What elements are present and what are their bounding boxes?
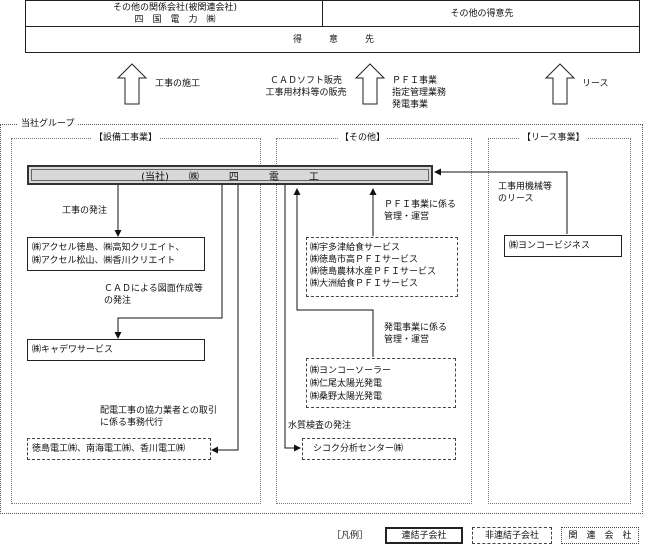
group-frame — [0, 124, 643, 514]
order-label: 工事の発注 — [62, 206, 108, 216]
pfi-label-line1: ＰＦＩ事業に係る — [384, 200, 457, 210]
agency-line1: 配電工事の協力業者との取引 — [100, 406, 217, 416]
arrow-label-pfi-1: ＰＦＩ事業 — [392, 76, 438, 86]
power-label-line1: 発電事業に係る — [384, 323, 448, 333]
arrow-label-pfi-2: 指定管理業務 — [392, 88, 447, 98]
sub1-box: ㈱アクセル徳島、㈱高知クリエイト、 ㈱アクセル松山、㈱香川クリエイト — [27, 237, 205, 271]
lease-label-line1: 工事用機械等 — [498, 182, 553, 192]
section-other-title: 【その他】 — [338, 132, 388, 144]
lease-company-label: ㈱ヨンコービジネス — [509, 241, 591, 251]
sub1-line1: ㈱アクセル徳島、㈱高知クリエイト、 — [32, 243, 185, 253]
arrow-label-cad-1: ＣＡＤソフト販売 — [269, 76, 342, 86]
analysis-label: シコク分析センター㈱ — [313, 444, 404, 454]
power-label-line2: 管理・運営 — [384, 335, 430, 345]
main-company-banner: (当社) ㈱ 四 電 工 — [27, 165, 433, 185]
line-water-analysis — [284, 185, 301, 452]
legend-non-consolidated: 非連結子会社 — [472, 527, 552, 544]
related-company-line2: 四 国 電 力 ㈱ — [134, 15, 216, 25]
sub3-box: 徳島電工㈱、南海電工㈱、香川電工㈱ — [27, 438, 211, 460]
line-power-main — [293, 188, 374, 357]
analysis-box: シコク分析センター㈱ — [302, 438, 456, 460]
group-title: 当社グループ — [18, 118, 78, 130]
lease-label-line2: のリース — [498, 194, 534, 204]
pfi-company-4: ㈱大洲給食ＰＦＩサービス — [310, 279, 419, 289]
clients-box: 得 意 先 — [25, 26, 640, 53]
pfi-company-2: ㈱徳島市高ＰＦＩサービス — [310, 255, 419, 265]
arrow-label-construction: 工事の施工 — [155, 79, 201, 89]
pfi-companies-box: ㈱宇多津給食サービス ㈱徳島市高ＰＦＩサービス ㈱徳島農林水産ＰＦＩサービス ㈱… — [306, 237, 458, 297]
sub2-label: ㈱キャデワサービス — [32, 345, 114, 355]
line-cad-sub2 — [114, 185, 223, 339]
water-label: 水質検査の発注 — [288, 421, 352, 431]
legend-consolidated-label: 連結子会社 — [401, 531, 447, 541]
arrow-label-cad-2: 工事用材料等の販売 — [265, 88, 347, 98]
up-arrow-cad — [354, 63, 386, 105]
legend-title: ［凡例］ — [332, 531, 369, 541]
related-company-line1: その他の関係会社(被関連会社) — [112, 3, 238, 13]
lease-company-box: ㈱ヨンコービジネス — [504, 235, 622, 257]
cad-order-line2: の発注 — [104, 296, 132, 306]
arrow-label-lease: リース — [582, 79, 609, 89]
arrow-label-pfi-3: 発電事業 — [392, 100, 429, 110]
legend-consolidated: 連結子会社 — [385, 527, 463, 544]
up-arrow-construction — [116, 63, 148, 105]
agency-line2: に係る事務代行 — [100, 418, 164, 428]
main-company-label: (当社) ㈱ 四 電 工 — [141, 171, 319, 183]
legend-affiliate-label: 関 連 会 社 — [568, 531, 632, 541]
line-agency-sub3 — [211, 185, 239, 454]
sub2-box: ㈱キャデワサービス — [27, 339, 205, 361]
legend-affiliate: 関 連 会 社 — [561, 527, 639, 544]
clients-label: 得 意 先 — [292, 35, 374, 45]
up-arrow-lease — [544, 63, 576, 105]
section-equipment-title: 【設備工事業】 — [92, 132, 160, 144]
line-lease-main — [434, 168, 568, 234]
sub3-label: 徳島電工㈱、南海電工㈱、香川電工㈱ — [32, 444, 186, 454]
related-company-box: その他の関係会社(被関連会社) 四 国 電 力 ㈱ — [25, 0, 323, 27]
power-company-1: ㈱ヨンコーソーラー — [310, 366, 392, 376]
legend-non-consolidated-label: 非連結子会社 — [484, 531, 539, 541]
power-companies-box: ㈱ヨンコーソーラー ㈱仁尾太陽光発電 ㈱桑野太陽光発電 — [306, 358, 456, 408]
pfi-label-line2: 管理・運営 — [384, 212, 430, 222]
pfi-company-3: ㈱徳島農林水産ＰＦＩサービス — [310, 267, 437, 277]
sub1-line2: ㈱アクセル松山、㈱香川クリエイト — [32, 256, 176, 266]
main-company-banner-inner — [31, 169, 429, 181]
power-company-2: ㈱仁尾太陽光発電 — [310, 379, 383, 389]
section-lease-title: 【リース事業】 — [520, 132, 587, 144]
pfi-company-1: ㈱宇多津給食サービス — [310, 243, 401, 253]
power-company-3: ㈱桑野太陽光発電 — [310, 392, 383, 402]
other-clients-label: その他の得意先 — [450, 9, 514, 19]
cad-order-line1: ＣＡＤによる図面作成等 — [104, 284, 203, 294]
